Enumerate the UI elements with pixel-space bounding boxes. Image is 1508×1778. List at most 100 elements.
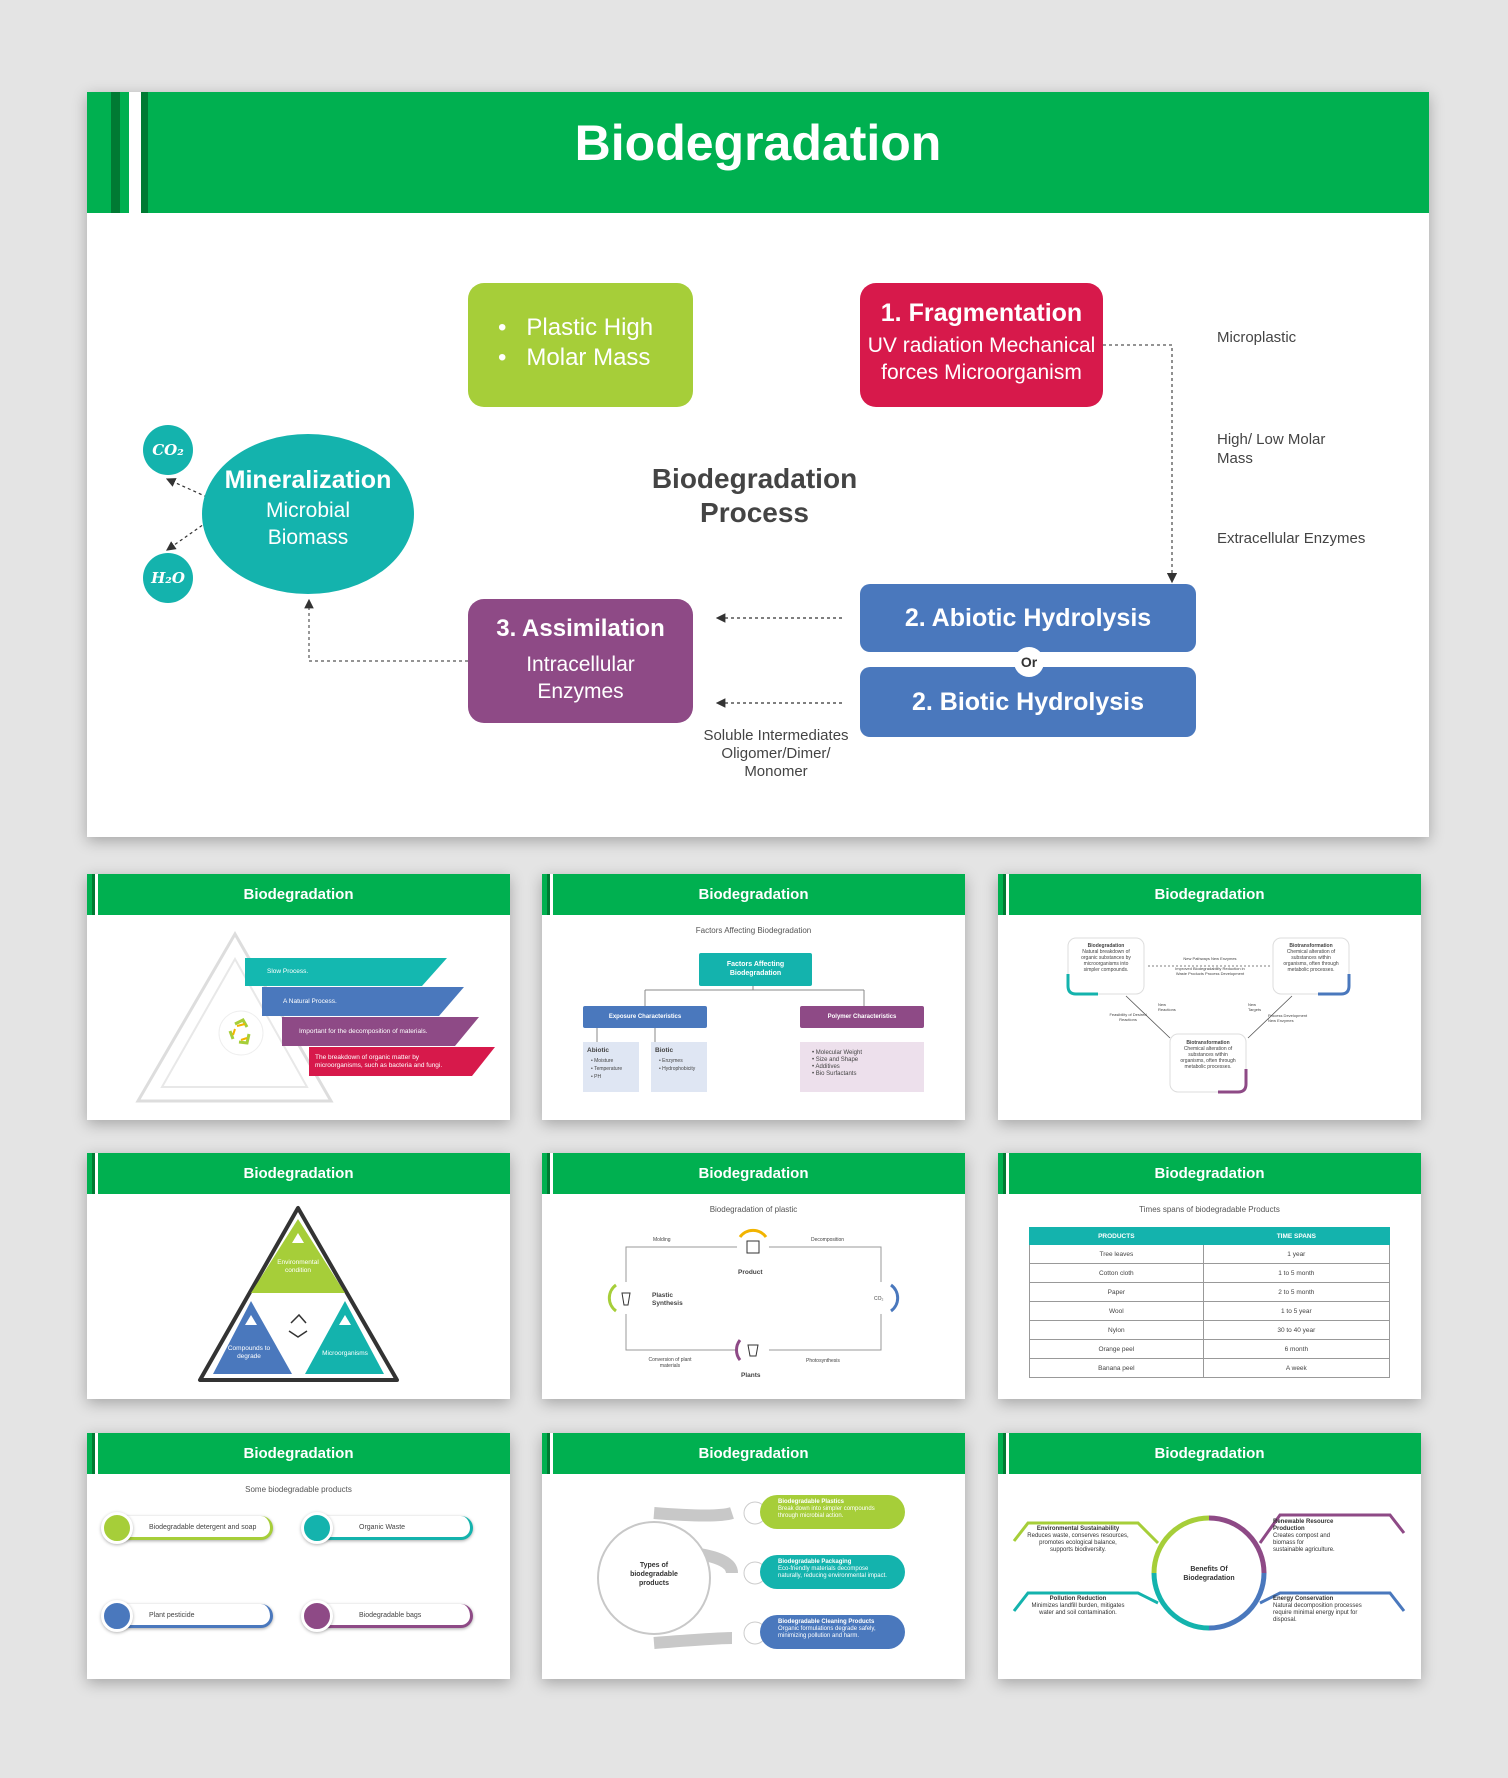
co2-circle: CO₂ [143, 425, 193, 475]
table-cell: Paper [1029, 1282, 1204, 1302]
thumbnail-2[interactable]: Biodegradation Factors Affecting Biodegr… [542, 874, 965, 1120]
biotic-items: • Enzymes• Hydrophobicity [659, 1058, 696, 1072]
header-stripe [1003, 874, 1006, 915]
thumb-header: Biodegradation [542, 1153, 965, 1194]
thumb-title: Biodegradation [1154, 1165, 1265, 1182]
pyramid-item: Important for the decomposition of mater… [299, 1028, 428, 1035]
product-label: Biodegradable bags [359, 1612, 422, 1619]
thumb-subtitle: Times spans of biodegradable Products [1139, 1205, 1280, 1214]
thumb-title: Biodegradation [1154, 1445, 1265, 1462]
cycle-node-label: Product [738, 1269, 763, 1276]
biotic-hydrolysis-box: 2. Biotic Hydrolysis [860, 667, 1196, 737]
abiotic-items: • Moisture• Temperature• PH [591, 1058, 623, 1080]
pesticide-icon [101, 1600, 133, 1632]
header-stripe [550, 1153, 553, 1194]
thumbnail-6[interactable]: Biodegradation Times spans of biodegrada… [998, 1153, 1421, 1399]
header-stripe [92, 1433, 95, 1474]
table-cell: 1 year [1202, 1244, 1391, 1264]
column-header: PRODUCTS [1029, 1227, 1204, 1245]
table-cell: 6 month [1202, 1339, 1391, 1359]
h2o-circle: H₂O [143, 553, 193, 603]
or-badge: Or [1014, 647, 1044, 677]
triangle-graphic [198, 1206, 399, 1382]
flow-arrows [165, 344, 1178, 708]
biotic-box: Biotic • Enzymes• Hydrophobicity [651, 1042, 707, 1092]
bullet-item: • Molar Mass [498, 344, 651, 371]
header-stripe [1003, 1433, 1006, 1474]
product-label: Plant pesticide [149, 1612, 195, 1619]
header-stripe [1006, 1153, 1009, 1194]
thumb-title: Biodegradation [243, 1445, 354, 1462]
cycle-label: Decomposition [811, 1237, 845, 1243]
cycle-node-label: Plants [741, 1372, 761, 1379]
thumbnail-5[interactable]: Biodegradation Biodegradation of plastic… [542, 1153, 965, 1399]
table-cell: A week [1202, 1358, 1391, 1378]
header-stripe [129, 92, 141, 213]
cycle-graphic [607, 1228, 900, 1366]
polymer-items: • Molecular Weight• Size and Shape• Addi… [812, 1050, 863, 1077]
header-stripe [1006, 874, 1009, 915]
thumb-header: Biodegradation [542, 1433, 965, 1474]
abiotic-hydrolysis-box: 2. Abiotic Hydrolysis [860, 584, 1196, 652]
header-stripe [547, 874, 550, 915]
thumb-header: Biodegradation [87, 1433, 510, 1474]
header-stripe [1006, 1433, 1009, 1474]
table-cell: Tree leaves [1029, 1244, 1204, 1264]
enzymes-label: Extracellular Enzymes [1217, 530, 1366, 547]
main-slide[interactable]: Biodegradation • Plastic High • Molar Ma… [87, 92, 1429, 837]
thumbnail-1[interactable]: Biodegradation Slow Process. A Natural P… [87, 874, 510, 1120]
column-header: TIME SPANS [1202, 1227, 1391, 1245]
mineralization-title: Mineralization [224, 466, 392, 494]
header-stripe [95, 1433, 98, 1474]
fragmentation-title: 1. Fragmentation [880, 299, 1083, 327]
organic-waste-icon [301, 1512, 333, 1544]
thumb-subtitle: Some biodegradable products [245, 1485, 352, 1494]
table-cell: 30 to 40 year [1202, 1320, 1391, 1340]
thumb-title: Biodegradation [1154, 886, 1265, 903]
network-graphic [1066, 937, 1351, 1094]
abiotic-label: Abiotic [587, 1047, 610, 1054]
thumb-title: Biodegradation [698, 1165, 809, 1182]
cycle-label: Molding [653, 1237, 671, 1243]
microplastic-label: Microplastic [1217, 329, 1297, 346]
thumb-subtitle: Factors Affecting Biodegradation [695, 926, 812, 935]
bag-icon [301, 1600, 333, 1632]
header-stripe [95, 874, 98, 915]
abiotic-box: Abiotic • Moisture• Temperature• PH [583, 1042, 639, 1092]
pyramid-graphic [135, 931, 495, 1103]
thumb-header: Biodegradation [998, 874, 1421, 915]
header-stripe [550, 1433, 553, 1474]
thumbnail-7[interactable]: Biodegradation Some biodegradable produc… [87, 1433, 510, 1679]
